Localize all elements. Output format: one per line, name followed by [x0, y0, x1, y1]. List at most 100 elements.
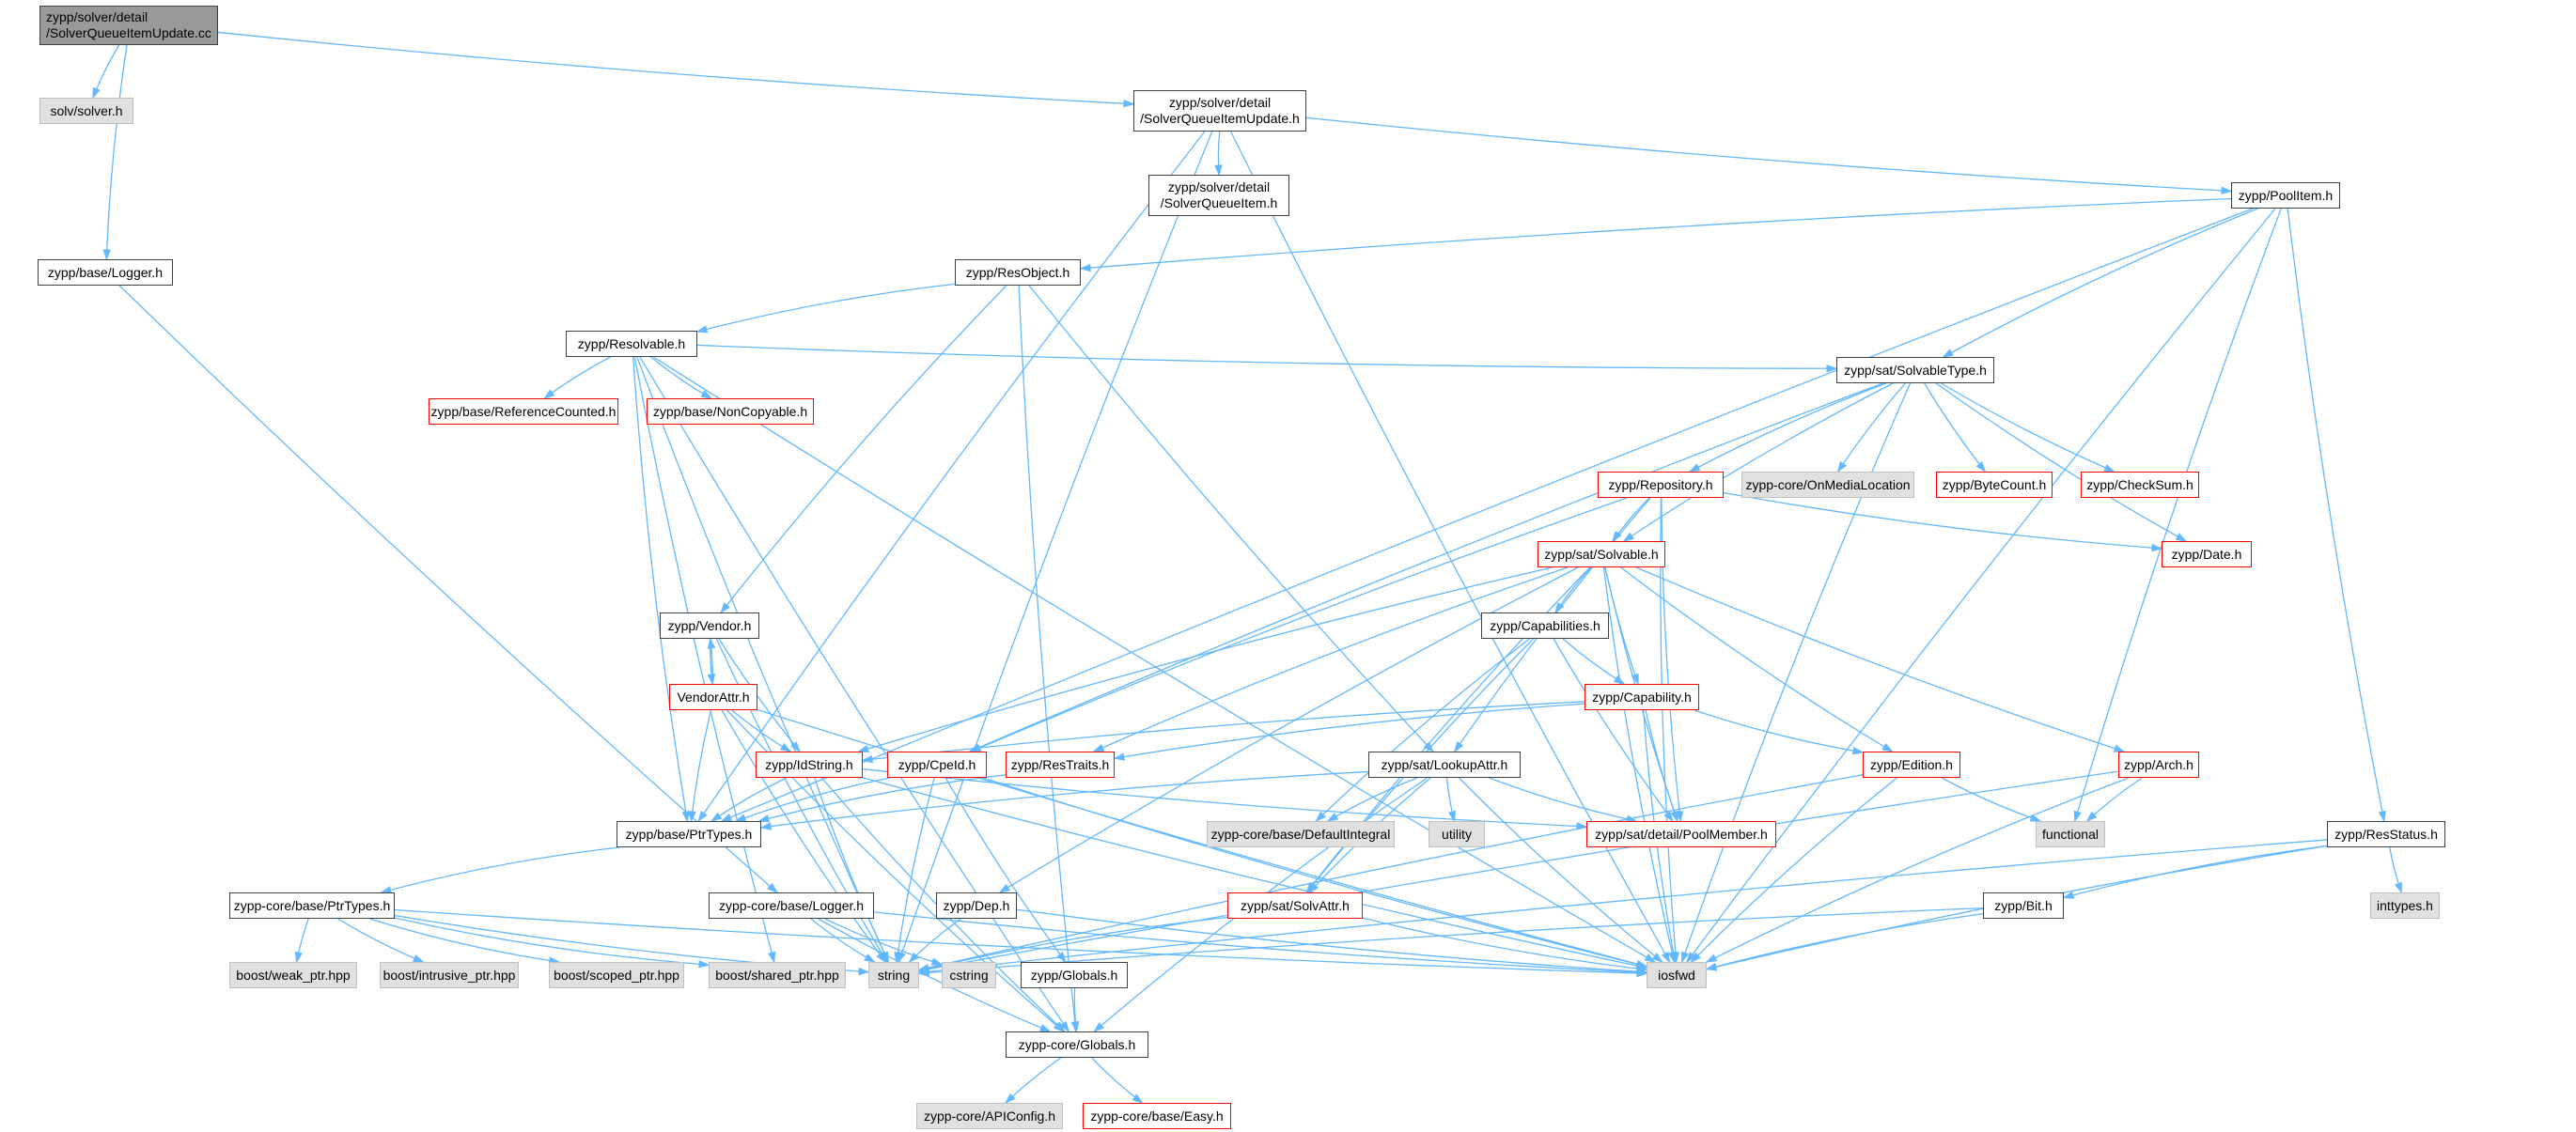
edge-solvattr-to-iosfwd	[1362, 917, 1647, 970]
node-bit[interactable]: zypp/Bit.h	[1983, 892, 2064, 919]
arrowhead-core_logger-to-cstring	[930, 957, 944, 966]
edge-solvabletype-to-checksum	[1941, 382, 2115, 473]
edge-core_ptrtypes-to-iosfwd	[394, 908, 1647, 975]
node-easy[interactable]: zypp-core/base/Easy.h	[1083, 1103, 1231, 1129]
edge-capability-to-restraits	[1114, 703, 1585, 759]
node-intrusive-ptr[interactable]: boost/intrusive_ptr.hpp	[380, 962, 519, 988]
arrowhead-dep-to-string	[908, 952, 920, 964]
arrowhead-sqiu_h-to-poolitem	[2221, 186, 2233, 195]
arrowhead-base_logger-to-core_logger	[767, 882, 778, 893]
node-shared-ptr[interactable]: boost/shared_ptr.hpp	[709, 962, 846, 988]
edge-solvabletype-to-iosfwd	[1680, 382, 1912, 963]
node-resolvable[interactable]: zypp/Resolvable.h	[566, 331, 697, 357]
arrowhead-capability-to-restraits	[1113, 752, 1126, 761]
node-arch[interactable]: zypp/Arch.h	[2118, 752, 2199, 778]
node-sqiu-h[interactable]: zypp/solver/detail /SolverQueueItemUpdat…	[1133, 90, 1306, 132]
node-resobject[interactable]: zypp/ResObject.h	[955, 259, 1081, 286]
edge-sqiu_h-to-poolitem	[1305, 116, 2232, 193]
node-functional[interactable]: functional	[2036, 821, 2105, 847]
node-base-logger[interactable]: zypp/base/Logger.h	[38, 259, 173, 286]
node-restraits[interactable]: zypp/ResTraits.h	[1006, 752, 1115, 778]
arrowhead-capability-to-idstring	[861, 755, 873, 764]
arrowhead-resolvable-to-noncopyable	[700, 390, 712, 399]
node-root[interactable]: zypp/solver/detail /SolverQueueItemUpdat…	[39, 6, 218, 45]
arrowhead-resobject-to-resolvable	[695, 325, 709, 333]
node-refcounted[interactable]: zypp/base/ReferenceCounted.h	[429, 398, 618, 425]
arrowhead-resolvable-to-core_globals	[1059, 1020, 1069, 1033]
arrowhead-resolvable-to-refcounted	[543, 389, 555, 399]
arrowhead-resstatus-to-inttypes	[2394, 881, 2402, 894]
node-sqi-h[interactable]: zypp/solver/detail /SolverQueueItem.h	[1148, 175, 1289, 216]
node-cstring[interactable]: cstring	[942, 962, 996, 988]
edge-sqiu_h-to-base_ptrtypes	[697, 131, 1206, 822]
node-poolitem[interactable]: zypp/PoolItem.h	[2231, 182, 2340, 209]
node-bytecount[interactable]: zypp/ByteCount.h	[1936, 472, 2053, 498]
node-utility[interactable]: utility	[1429, 821, 1485, 847]
node-checksum[interactable]: zypp/CheckSum.h	[2081, 472, 2199, 498]
node-core-logger[interactable]: zypp-core/base/Logger.h	[709, 892, 874, 919]
edge-core_globals-to-apiconfig	[1005, 1057, 1062, 1104]
node-dep[interactable]: zypp/Dep.h	[936, 892, 1017, 919]
arrowhead-core_logger-to-string	[864, 954, 876, 963]
edge-edition-to-functional	[1941, 777, 2041, 822]
edge-solvable-to-capability	[1604, 566, 1639, 685]
node-inttypes[interactable]: inttypes.h	[2370, 892, 2440, 919]
node-iosfwd[interactable]: iosfwd	[1647, 962, 1707, 988]
edge-poolitem-to-resobject	[1080, 197, 2232, 270]
node-globals[interactable]: zypp/Globals.h	[1021, 962, 1128, 988]
arrowhead-poolitem-to-resobject	[1079, 263, 1091, 272]
node-date[interactable]: zypp/Date.h	[2162, 541, 2252, 567]
edge-core_logger-to-cstring	[824, 918, 943, 966]
node-base-ptrtypes[interactable]: zypp/base/PtrTypes.h	[617, 821, 761, 847]
arrowhead-capabilities-to-defaultintegral	[1315, 811, 1326, 823]
node-core-globals[interactable]: zypp-core/Globals.h	[1006, 1031, 1148, 1058]
edge-dep-to-iosfwd	[1016, 908, 1647, 973]
node-idstring[interactable]: zypp/IdString.h	[756, 752, 863, 778]
arrowhead-resobject-to-vendor	[720, 602, 731, 614]
node-solv-solver[interactable]: solv/solver.h	[39, 98, 133, 124]
edge-resolvable-to-base_ptrtypes	[632, 356, 689, 822]
edge-restraits-to-base_ptrtypes	[758, 774, 1007, 822]
node-lookupattr[interactable]: zypp/sat/LookupAttr.h	[1368, 752, 1521, 778]
edge-cpeid-to-base_ptrtypes	[735, 777, 891, 822]
node-solvable[interactable]: zypp/sat/Solvable.h	[1538, 541, 1665, 567]
node-cpeid[interactable]: zypp/CpeId.h	[887, 752, 987, 778]
node-capabilities[interactable]: zypp/Capabilities.h	[1481, 613, 1609, 639]
arrowhead-sqiu_h-to-base_ptrtypes	[697, 810, 708, 823]
node-poolmember[interactable]: zypp/sat/detail/PoolMember.h	[1586, 821, 1776, 847]
node-vendor[interactable]: zypp/Vendor.h	[660, 613, 759, 639]
node-vendorattr[interactable]: VendorAttr.h	[669, 684, 757, 710]
arrowhead-arch-to-functional	[2085, 811, 2098, 823]
node-scoped-ptr[interactable]: boost/scoped_ptr.hpp	[549, 962, 684, 988]
edge-capability-to-poolmember	[1645, 709, 1678, 822]
node-resstatus[interactable]: zypp/ResStatus.h	[2327, 821, 2445, 847]
edge-capability-to-edition	[1694, 709, 1864, 753]
node-apiconfig[interactable]: zypp-core/APIConfig.h	[916, 1103, 1063, 1129]
arrowhead-solvable-to-idstring	[857, 744, 869, 753]
edge-dep-to-string	[909, 918, 961, 963]
node-edition[interactable]: zypp/Edition.h	[1863, 752, 1960, 778]
edge-vendor-to-string	[715, 638, 888, 963]
arrowhead-repository-to-lookupattr	[1453, 740, 1464, 753]
node-solvabletype[interactable]: zypp/sat/SolvableType.h	[1836, 357, 1994, 383]
node-defaultintegral[interactable]: zypp-core/base/DefaultIntegral	[1207, 821, 1395, 847]
edge-solvable-to-dep	[999, 566, 1579, 893]
arrowhead-solvabletype-to-iosfwd	[1681, 951, 1689, 964]
arrowhead-lookupattr-to-defaultintegral	[1326, 813, 1339, 822]
edge-poolitem-to-functional	[2074, 208, 2282, 822]
node-core-ptrtypes[interactable]: zypp-core/base/PtrTypes.h	[229, 892, 395, 919]
arrowhead-solvable-to-restraits	[1092, 743, 1105, 752]
node-noncopyable[interactable]: zypp/base/NonCopyable.h	[647, 398, 814, 425]
arrowhead-solvabletype-to-solvable	[1622, 532, 1634, 542]
edge-cpeid-to-globals	[945, 777, 1067, 963]
edge-capabilities-to-defaultintegral	[1315, 638, 1530, 822]
arrowhead-lookupattr-to-base_ptrtypes	[759, 822, 772, 830]
node-onmedialocation[interactable]: zypp-core/OnMediaLocation	[1741, 472, 1914, 498]
node-string[interactable]: string	[868, 962, 919, 988]
arrowhead-core_logger-to-core_globals	[1038, 1024, 1052, 1032]
node-repository[interactable]: zypp/Repository.h	[1598, 472, 1724, 498]
arrowhead-resstatus-to-bit	[2062, 891, 2075, 899]
node-capability[interactable]: zypp/Capability.h	[1585, 684, 1699, 710]
node-solvattr[interactable]: zypp/sat/SolvAttr.h	[1227, 892, 1363, 919]
node-weak-ptr[interactable]: boost/weak_ptr.hpp	[229, 962, 357, 988]
